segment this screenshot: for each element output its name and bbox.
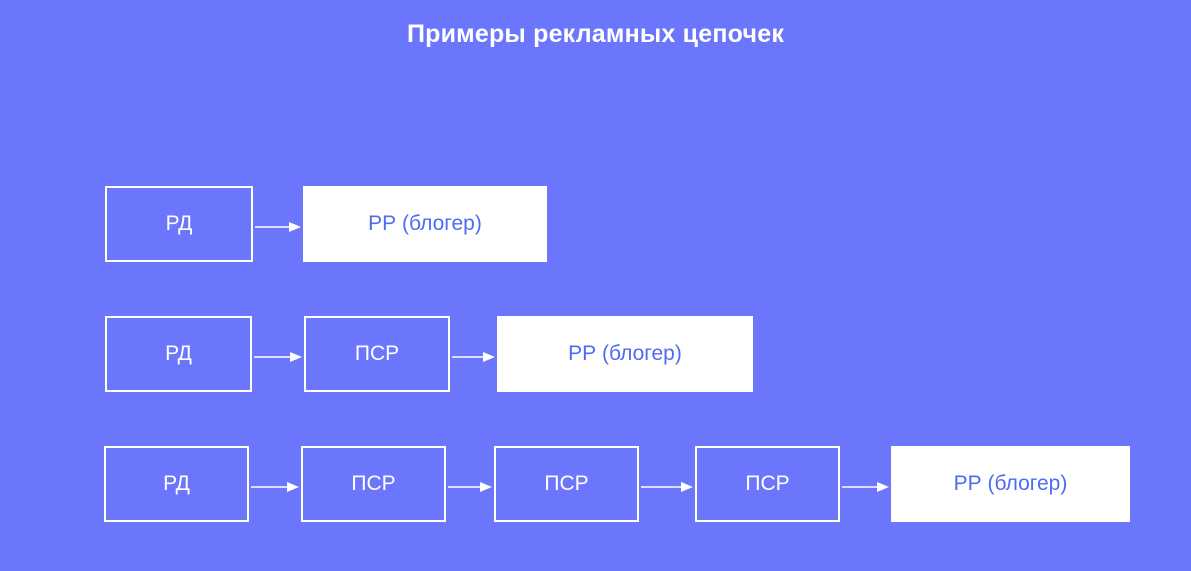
- flow-node-label: РР (блогер): [953, 472, 1068, 495]
- flow-node[interactable]: ПСР: [301, 446, 446, 522]
- flow-arrow-icon: [255, 221, 301, 232]
- flow-chain-3: РД ПСР ПСР ПСР РР (блогер): [0, 446, 1191, 526]
- page-title: Примеры рекламных цепочек: [406, 20, 785, 48]
- flow-arrow-icon: [842, 481, 889, 492]
- flow-arrow-icon: [254, 351, 302, 362]
- flow-node-label: РР (блогер): [568, 342, 682, 365]
- flow-node[interactable]: РР (блогер): [891, 446, 1130, 522]
- flow-node-label: ПСР: [544, 472, 589, 495]
- flow-node-label: РД: [163, 472, 190, 495]
- flow-node[interactable]: РР (блогер): [497, 316, 753, 392]
- flow-node[interactable]: РД: [105, 186, 253, 262]
- flow-arrow-icon: [641, 481, 693, 492]
- flow-node[interactable]: РД: [105, 316, 252, 392]
- flow-node-label: ПСР: [745, 472, 790, 495]
- flow-arrow-icon: [251, 481, 299, 492]
- flow-node[interactable]: РД: [104, 446, 249, 522]
- flow-node-label: РД: [165, 342, 192, 365]
- flow-arrow-icon: [452, 351, 495, 362]
- flow-node[interactable]: ПСР: [304, 316, 450, 392]
- flow-arrow-icon: [448, 481, 492, 492]
- flow-chain-1: РД РР (блогер): [0, 186, 1191, 266]
- flow-node[interactable]: РР (блогер): [303, 186, 547, 262]
- flow-node-label: РР (блогер): [368, 212, 482, 235]
- flow-node-label: ПСР: [351, 472, 396, 495]
- flow-node[interactable]: ПСР: [494, 446, 639, 522]
- flow-chain-2: РД ПСР РР (блогер): [0, 316, 1191, 396]
- flow-node-label: ПСР: [354, 342, 400, 365]
- flow-node[interactable]: ПСР: [695, 446, 840, 522]
- flow-node-label: РД: [165, 212, 193, 235]
